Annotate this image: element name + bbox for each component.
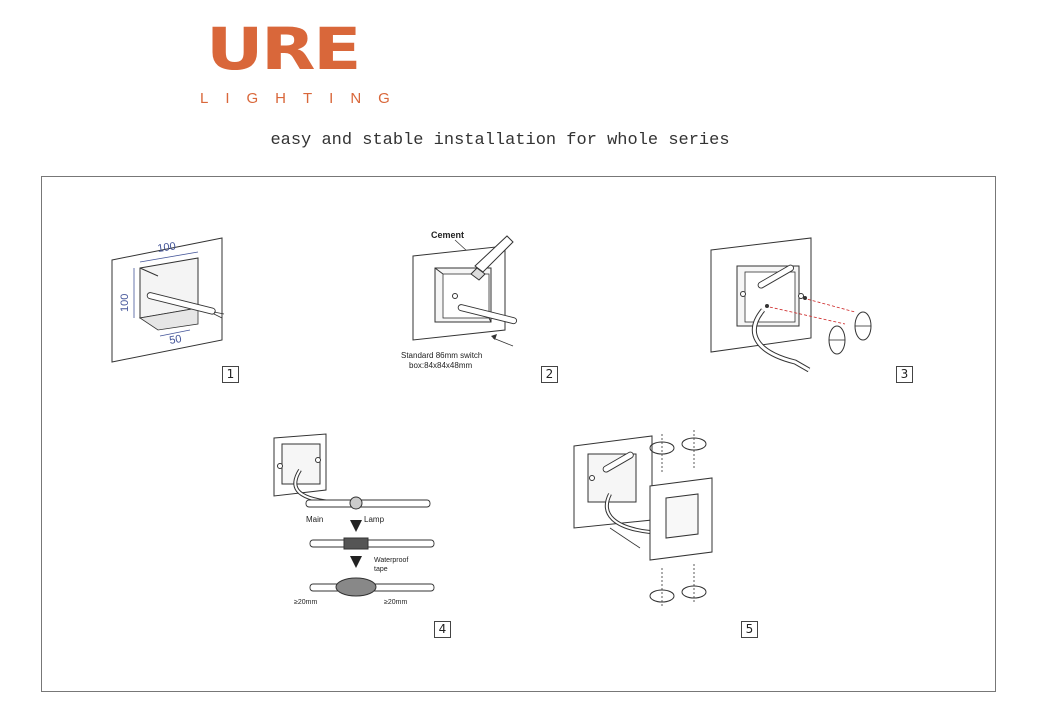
installation-diagram-frame (41, 176, 996, 692)
step-4-label-tape: tape (374, 566, 388, 573)
page-headline: easy and stable installation for whole s… (270, 131, 730, 150)
step-2-caption-line2: box:84x84x48mm (409, 361, 472, 370)
step-4-gap-left: ≥20mm (294, 599, 317, 606)
step-4-label-main: Main (306, 515, 323, 524)
step-5-number: 5 (741, 621, 758, 638)
step-1-dim-side: 100 (119, 294, 131, 312)
step-4-illustration: Main Lamp Waterproof tape ≥20mm ≥20mm (273, 433, 435, 606)
step-3-illustration (710, 237, 872, 373)
step-3-number: 3 (896, 366, 913, 383)
step-4-label-waterproof: Waterproof (374, 557, 408, 564)
step-1-number: 1 (222, 366, 239, 383)
brand-subtitle: LIGHTING (200, 90, 407, 107)
step-5-illustration (573, 430, 713, 608)
step-2-illustration: Cement Standard 86mm switch box:84x84x48… (401, 230, 518, 370)
step-4-label-lamp: Lamp (364, 515, 385, 524)
step-4-number: 4 (434, 621, 451, 638)
step-1-dim-top: 100 (157, 241, 177, 255)
step-2-callout-cement: Cement (431, 230, 464, 240)
step-2-caption-line1: Standard 86mm switch (401, 351, 482, 360)
step-4-gap-right: ≥20mm (384, 599, 407, 606)
step-2-number: 2 (541, 366, 558, 383)
brand-logo: URE (206, 15, 361, 83)
step-1-dim-depth: 50 (168, 333, 182, 347)
step-1-illustration: 100 100 50 (111, 237, 225, 363)
